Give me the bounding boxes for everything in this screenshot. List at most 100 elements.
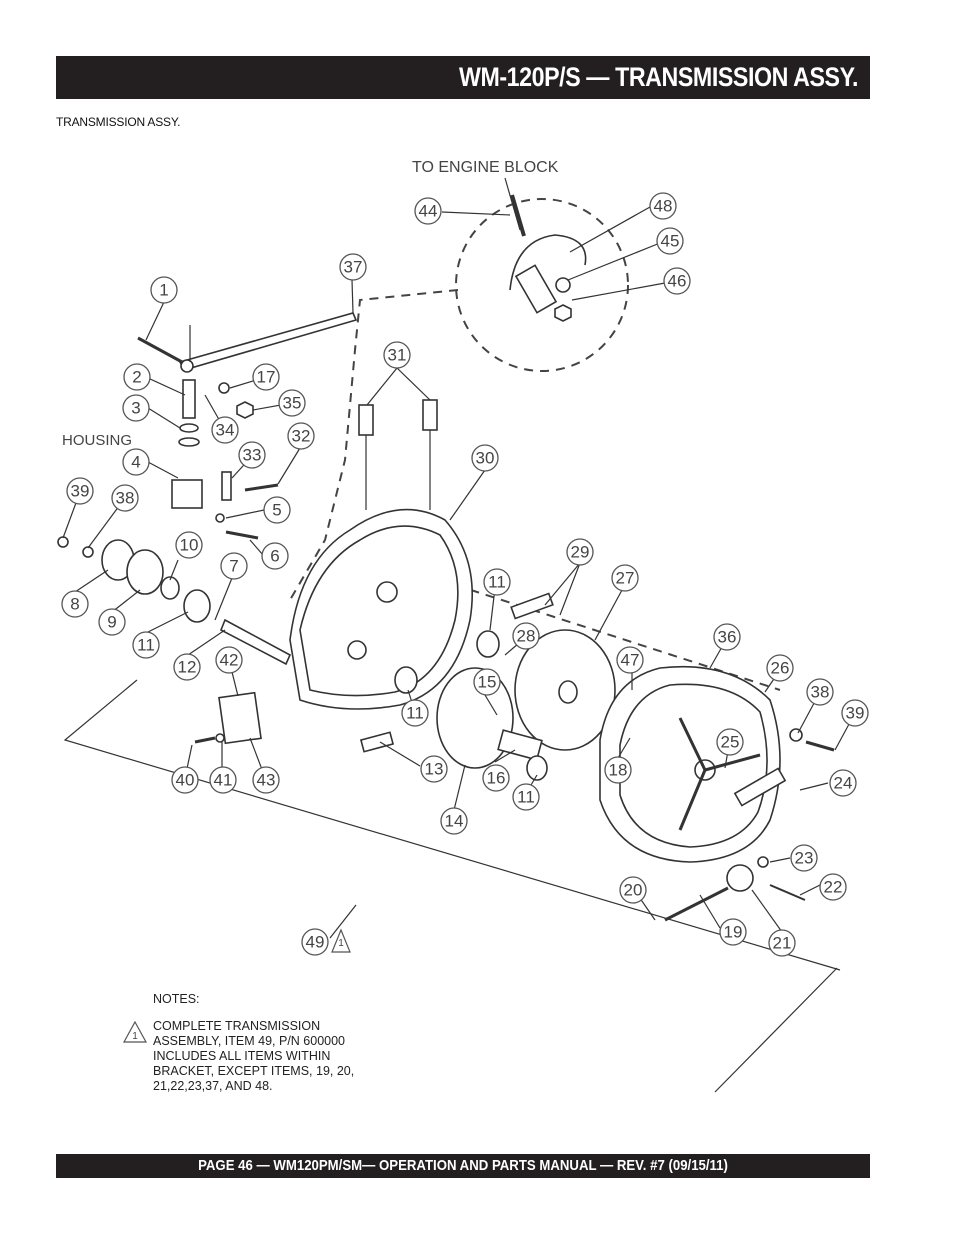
callout-11d: 11 xyxy=(512,783,540,811)
callout-11c: 11 xyxy=(401,699,429,727)
footer-text: PAGE 46 — WM120PM/SM— OPERATION AND PART… xyxy=(198,1157,728,1174)
svg-text:40: 40 xyxy=(176,771,195,790)
shaft-axis-dashes xyxy=(439,579,781,691)
callout-13: 13 xyxy=(420,755,448,783)
svg-text:7: 7 xyxy=(229,557,238,576)
svg-text:47: 47 xyxy=(621,651,640,670)
svg-text:35: 35 xyxy=(283,394,302,413)
svg-text:10: 10 xyxy=(180,536,199,555)
callout-32: 32 xyxy=(287,422,315,450)
callout-24: 24 xyxy=(829,769,857,797)
pin-part xyxy=(182,379,196,419)
callout-20: 20 xyxy=(619,876,647,904)
svg-text:46: 46 xyxy=(668,272,687,291)
callout-25: 25 xyxy=(716,728,744,756)
svg-text:48: 48 xyxy=(654,197,673,216)
breather-right xyxy=(422,399,438,431)
bearing-left xyxy=(183,589,211,623)
breather-left xyxy=(358,404,374,436)
callout-39a: 39 xyxy=(66,477,94,505)
svg-text:39: 39 xyxy=(71,482,90,501)
callout-6: 6 xyxy=(261,542,289,570)
transmission-exploded-diagram: TO ENGINE BLOCK xyxy=(57,159,869,1093)
svg-text:14: 14 xyxy=(445,812,464,831)
transmission-cover xyxy=(599,665,781,863)
footer-bar: PAGE 46 — WM120PM/SM— OPERATION AND PART… xyxy=(56,1154,870,1178)
svg-text:15: 15 xyxy=(478,673,497,692)
svg-text:26: 26 xyxy=(771,659,790,678)
svg-text:1: 1 xyxy=(132,1031,138,1042)
yoke-part xyxy=(726,864,754,892)
worm-shaft xyxy=(497,729,543,761)
input-shaft xyxy=(219,618,292,666)
callout-47: 47 xyxy=(616,646,644,674)
shift-fork xyxy=(171,479,203,509)
svg-text:28: 28 xyxy=(517,627,536,646)
svg-text:22: 22 xyxy=(824,878,843,897)
housing-label: HOUSING xyxy=(62,432,132,449)
svg-text:49: 49 xyxy=(306,933,325,952)
warning-triangle-icon: 1 xyxy=(331,928,351,953)
nut-part xyxy=(554,304,572,322)
callout-12: 12 xyxy=(173,653,201,681)
note-line: 21,22,23,37, AND 48. xyxy=(153,1079,273,1093)
svg-text:21: 21 xyxy=(773,934,792,953)
callout-48: 48 xyxy=(649,192,677,220)
callout-38a: 38 xyxy=(111,484,139,512)
svg-text:42: 42 xyxy=(220,651,239,670)
callout-34: 34 xyxy=(211,416,239,444)
svg-text:44: 44 xyxy=(419,202,438,221)
callout-37: 37 xyxy=(339,253,367,281)
note-warning-triangle-icon: 1 xyxy=(122,1020,148,1043)
callout-23: 23 xyxy=(790,844,818,872)
svg-text:11: 11 xyxy=(517,788,535,807)
note-line: COMPLETE TRANSMISSION xyxy=(153,1019,320,1033)
note-line: INCLUDES ALL ITEMS WITHIN xyxy=(153,1049,330,1063)
callout-11a: 11 xyxy=(132,631,160,659)
callout-29: 29 xyxy=(566,538,594,566)
svg-text:12: 12 xyxy=(178,658,197,677)
svg-text:43: 43 xyxy=(257,771,276,790)
gasket-part xyxy=(126,549,164,595)
callout-27: 27 xyxy=(611,564,639,592)
assembly-bracket-right xyxy=(714,967,838,1093)
svg-text:23: 23 xyxy=(795,849,814,868)
svg-text:1: 1 xyxy=(159,281,168,300)
svg-text:6: 6 xyxy=(270,547,279,566)
callout-38b: 38 xyxy=(806,678,834,706)
svg-text:3: 3 xyxy=(131,399,140,418)
bearing-lower xyxy=(394,666,418,694)
svg-text:32: 32 xyxy=(292,427,311,446)
callout-16: 16 xyxy=(482,764,510,792)
notes-heading: NOTES: xyxy=(153,992,200,1006)
output-shaft xyxy=(733,767,787,807)
svg-text:17: 17 xyxy=(257,368,276,387)
callout-18: 18 xyxy=(604,756,632,784)
svg-text:24: 24 xyxy=(834,774,853,793)
callout-9: 9 xyxy=(98,608,126,636)
to-engine-block-label: TO ENGINE BLOCK xyxy=(412,159,559,176)
inspection-plate xyxy=(218,691,262,745)
assembly-bracket-left xyxy=(63,679,841,971)
svg-text:39: 39 xyxy=(846,704,865,723)
svg-text:29: 29 xyxy=(571,543,590,562)
callout-33: 33 xyxy=(238,441,266,469)
callout-11b: 11 xyxy=(483,568,511,596)
callout-2: 2 xyxy=(123,363,151,391)
svg-text:33: 33 xyxy=(243,446,262,465)
svg-text:37: 37 xyxy=(344,258,363,277)
detail-circle xyxy=(455,198,629,372)
detail-leader-dashes xyxy=(289,289,459,601)
callout-17: 17 xyxy=(252,363,280,391)
callout-43: 43 xyxy=(252,766,280,794)
svg-text:31: 31 xyxy=(388,346,407,365)
section-caption: TRANSMISSION ASSY. xyxy=(56,115,181,129)
bracket-part xyxy=(509,234,587,291)
callout-8: 8 xyxy=(61,590,89,618)
svg-text:11: 11 xyxy=(137,636,155,655)
callout-35: 35 xyxy=(278,389,306,417)
callout-31: 31 xyxy=(383,341,411,369)
bearing-upper xyxy=(476,630,500,658)
svg-text:38: 38 xyxy=(811,683,830,702)
washer-part xyxy=(555,277,571,293)
